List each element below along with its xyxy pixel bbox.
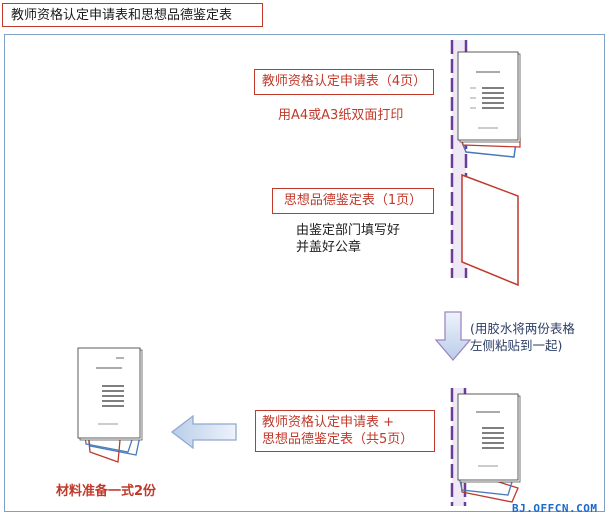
watermark: BJ.OFFCN.COM <box>512 502 598 515</box>
combined-label-line: 思想品德鉴定表（共5页） <box>262 432 414 447</box>
diagram-frame <box>4 34 605 512</box>
moral-form-note-line: 由鉴定部门填写好 <box>296 223 401 238</box>
moral-form-label: 思想品德鉴定表（1页） <box>272 188 434 214</box>
diagram-title: 教师资格认定申请表和思想品德鉴定表 <box>2 3 263 27</box>
final-document-stack <box>77 347 143 463</box>
combined-label-line: 教师资格认定申请表 + <box>262 415 395 430</box>
moral-form-note-line: 并盖好公章 <box>296 240 362 255</box>
application-form-document <box>457 51 521 158</box>
left-arrow-icon <box>170 414 237 450</box>
final-label: 材料准备一式2份 <box>56 484 157 499</box>
down-arrow-icon <box>434 311 472 362</box>
combined-label: 教师资格认定申请表 + 思想品德鉴定表（共5页） <box>255 410 435 452</box>
glue-note-line: (用胶水将两份表格 <box>470 321 575 336</box>
moral-form-document <box>461 173 519 287</box>
application-form-note: 用A4或A3纸双面打印 <box>278 108 404 123</box>
combined-document <box>457 393 521 503</box>
application-form-label: 教师资格认定申请表（4页） <box>254 69 434 95</box>
glue-note: (用胶水将两份表格 左侧粘贴到一起) <box>470 320 575 354</box>
glue-note-line: 左侧粘贴到一起) <box>470 338 563 353</box>
moral-form-note: 由鉴定部门填写好 并盖好公章 <box>296 222 400 256</box>
